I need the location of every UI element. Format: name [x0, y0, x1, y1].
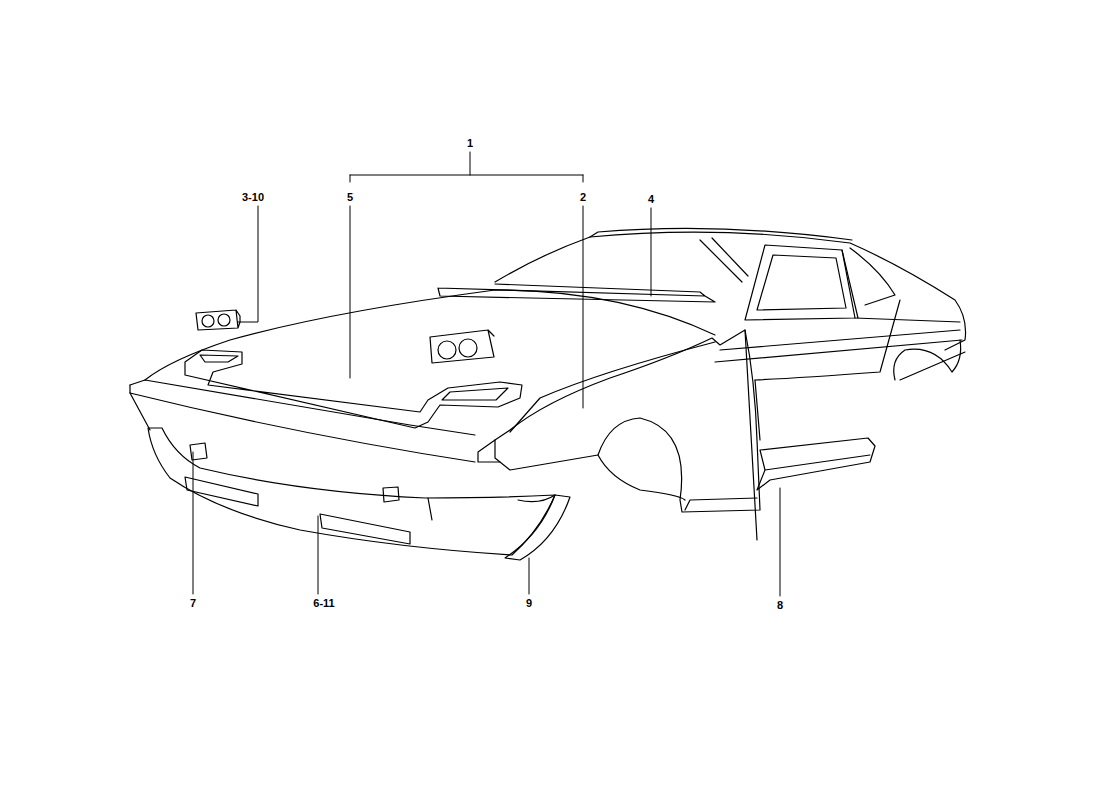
callout-number: 5 [345, 191, 355, 204]
front-spoiler [148, 428, 555, 555]
sill-panel [757, 438, 875, 490]
callout-number: 7 [188, 597, 198, 610]
headlight-unit [196, 310, 494, 363]
leader-lines [193, 152, 780, 596]
callout-number: 1 [465, 137, 475, 150]
callout-number: 9 [524, 597, 534, 610]
callout-number: 4 [646, 193, 656, 206]
cowl-strip [438, 284, 715, 302]
callout-number: 6-11 [311, 597, 336, 610]
callout-number: 8 [775, 599, 785, 612]
callout-number: 3-10 [240, 191, 266, 204]
callout-number: 2 [578, 191, 588, 204]
hood-panel [185, 350, 522, 428]
front-fender [495, 330, 760, 512]
corner-piece [505, 495, 570, 560]
